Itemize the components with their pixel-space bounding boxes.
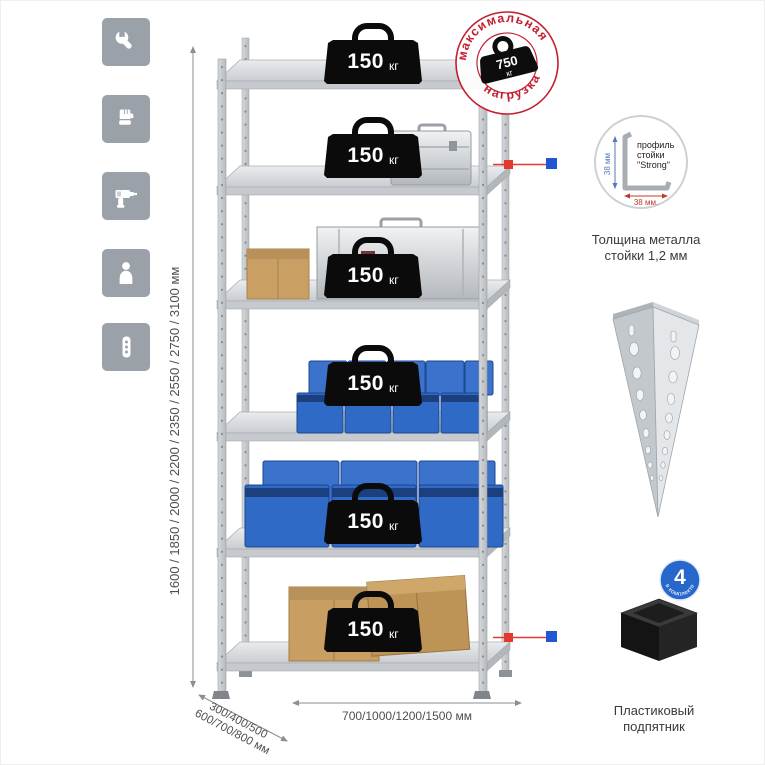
blue-marker-top xyxy=(546,158,557,169)
gloves-icon xyxy=(102,95,150,143)
profile-dim-vertical: 38 мм xyxy=(603,153,612,175)
width-dimension: 700/1000/1200/1500 мм xyxy=(292,700,522,723)
shelf-load-badge: 150 кг xyxy=(324,345,422,406)
load-unit: кг xyxy=(388,152,399,167)
stamp-weight-unit: кг xyxy=(505,68,513,78)
callout-connectors xyxy=(493,158,557,642)
weight-handle-icon xyxy=(352,117,394,137)
height-dimension: 1600 / 1850 / 2000 / 2200 / 2350 / 2550 … xyxy=(167,46,196,688)
profile-dim-horizontal: 38 мм. xyxy=(634,198,658,207)
weight-handle-icon xyxy=(352,23,394,43)
perforated-post-icon-glyph xyxy=(122,336,131,358)
perforated-post-icon xyxy=(102,323,150,371)
profile-label-line2: стойки xyxy=(637,150,665,160)
stamp-weight-value: 750 xyxy=(495,53,520,73)
drill-icon xyxy=(102,172,150,220)
profile-detail: 38 мм 38 мм. профиль стойки "Strong" xyxy=(594,115,688,209)
height-options-label: 1600 / 1850 / 2000 / 2200 / 2350 / 2550 … xyxy=(167,267,182,596)
weight-handle-icon xyxy=(352,591,394,611)
drill-icon-glyph xyxy=(115,190,137,208)
plastic-foot-image xyxy=(620,598,698,661)
profile-label-line1: профиль xyxy=(637,140,675,150)
wrench-icon xyxy=(102,18,150,66)
shelf-load-badge: 150 кг xyxy=(324,483,422,544)
red-marker-top xyxy=(504,160,513,169)
shelf-load-badge: 150 кг xyxy=(324,117,422,178)
kit-count-value: 4 xyxy=(674,566,686,589)
max-load-stamp: максимальная нагрузка 750 кг xyxy=(446,1,559,115)
load-value: 150 xyxy=(347,144,384,167)
foot-caption-line2: подпятник xyxy=(623,719,685,734)
person-icon xyxy=(102,249,150,297)
shelf-load-badge: 150 кг xyxy=(324,23,422,84)
profile-label-line3: "Strong" xyxy=(637,160,670,170)
load-value: 150 xyxy=(347,510,384,533)
load-unit: кг xyxy=(388,58,399,73)
depth-dimension: 300/400/500 600/700/800 мм xyxy=(193,694,288,757)
shelf-load-badge: 150 кг xyxy=(324,591,422,652)
wrench-icon-glyph xyxy=(115,29,132,49)
load-value: 150 xyxy=(347,50,384,73)
gloves-icon-glyph xyxy=(119,109,134,125)
weight-handle-icon xyxy=(352,483,394,503)
kit-count-badge: 4 в комплекте xyxy=(659,559,701,601)
load-unit: кг xyxy=(388,380,399,395)
load-value: 150 xyxy=(347,372,384,395)
profile-angle-shape xyxy=(622,131,672,191)
stamp-weight-icon: 750 кг xyxy=(480,36,539,84)
profile-caption-line1: Толщина металла xyxy=(592,232,701,247)
foot-caption-line1: Пластиковый xyxy=(614,703,694,718)
shelf-load-badge: 150 кг xyxy=(324,237,422,298)
red-marker-bottom xyxy=(504,633,513,642)
weight-handle-icon xyxy=(352,345,394,365)
person-icon-glyph xyxy=(119,262,133,284)
load-value: 150 xyxy=(347,264,384,287)
blue-marker-bottom xyxy=(546,631,557,642)
profile-caption-line2: стойки 1,2 мм xyxy=(605,248,688,263)
weight-handle-icon xyxy=(352,237,394,257)
load-unit: кг xyxy=(388,626,399,641)
load-unit: кг xyxy=(388,518,399,533)
load-value: 150 xyxy=(347,618,384,641)
angle-post-image xyxy=(612,302,700,518)
width-options-label: 700/1000/1200/1500 мм xyxy=(342,709,472,723)
load-unit: кг xyxy=(388,272,399,287)
